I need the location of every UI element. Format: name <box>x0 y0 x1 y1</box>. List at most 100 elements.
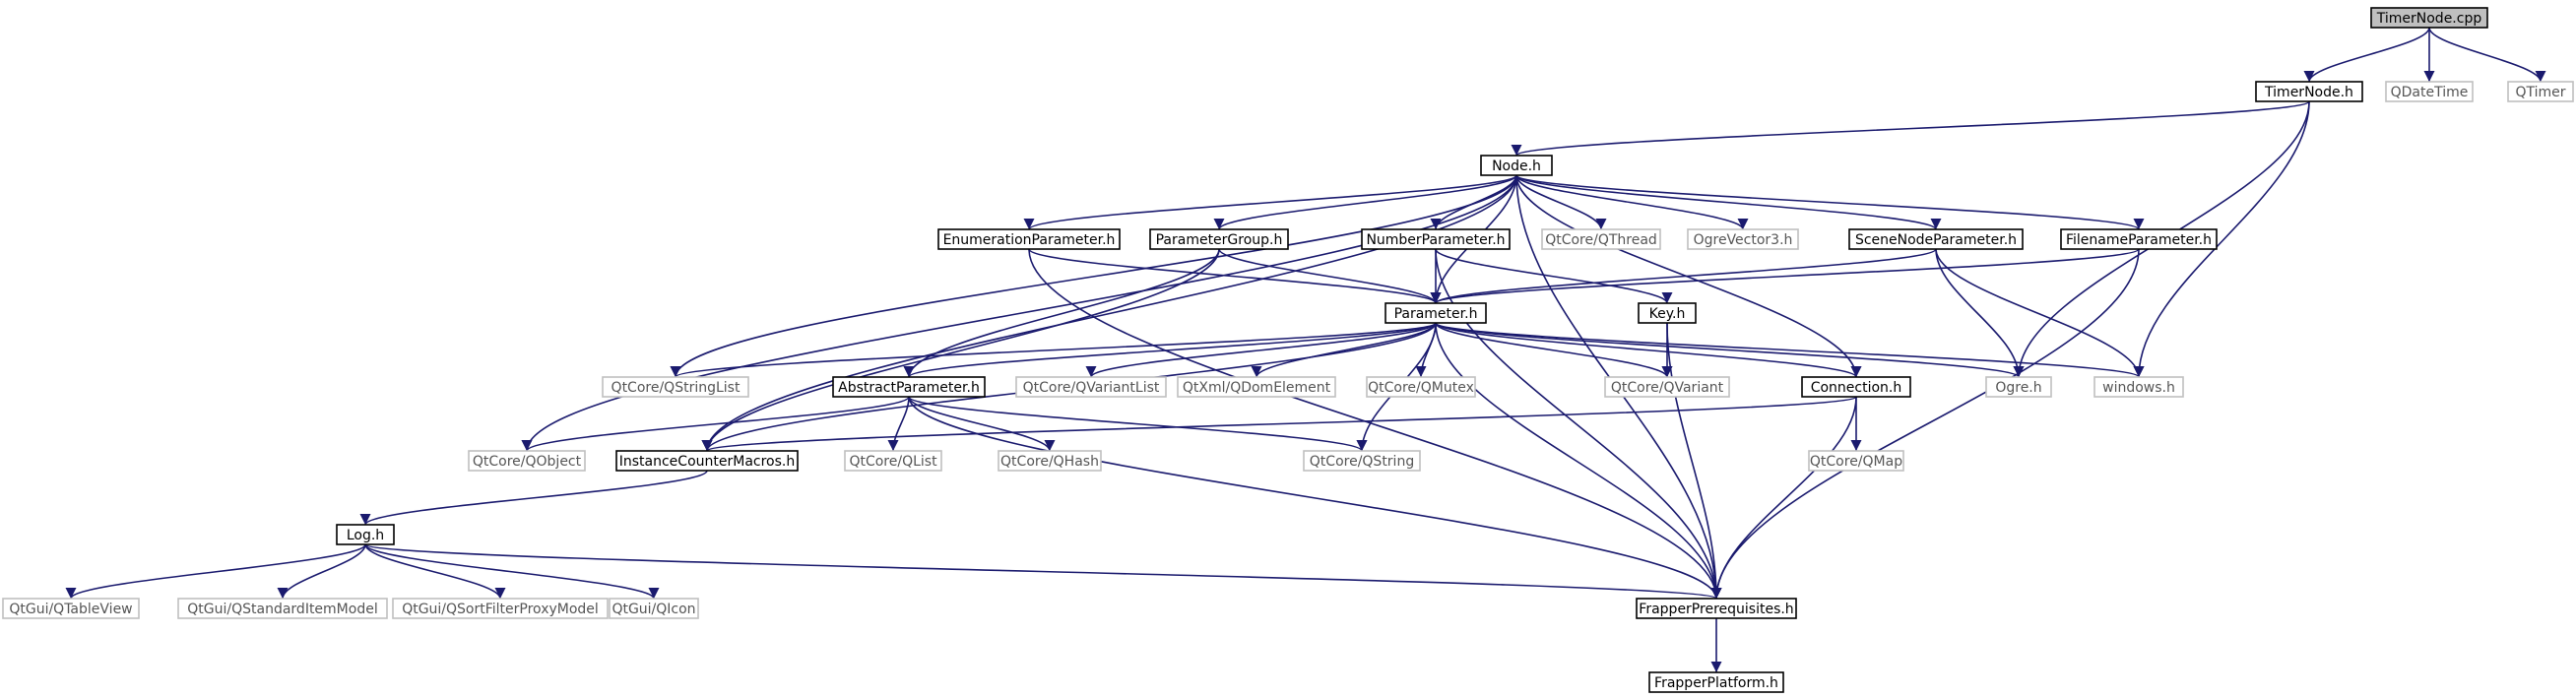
node-box <box>2385 81 2474 102</box>
edge-log-h-to-qtgui-qtableview <box>65 543 366 600</box>
node-label: Connection.h <box>1811 380 1902 396</box>
node-enumerationparameter-h[interactable]: EnumerationParameter.h <box>937 228 1121 250</box>
node-label: NumberParameter.h <box>1366 232 1505 248</box>
node-box <box>1366 376 1476 398</box>
node-label: EnumerationParameter.h <box>943 232 1116 248</box>
node-label: Log.h <box>347 528 384 543</box>
node-box <box>1638 302 1697 324</box>
edge-scenenodeparameter-h-to-parameter-h <box>1430 248 1937 304</box>
edge-parameter-h-to-frapperprerequisites-h <box>1435 322 1722 600</box>
node-label: FrapperPlatform.h <box>1654 675 1778 691</box>
edge-scenenodeparameter-h-to-windows-h <box>1935 248 2145 378</box>
node-box <box>2507 81 2574 102</box>
node-qtcore-qvariant: QtCore/QVariant <box>1604 376 1730 398</box>
node-label: TimerNode.h <box>2264 85 2353 100</box>
node-label: QtCore/QVariantList <box>1023 380 1160 396</box>
node-box <box>1604 376 1730 398</box>
edge-parameter-h-to-qtcore-qvariantlist <box>1085 322 1437 378</box>
node-scenenodeparameter-h[interactable]: SceneNodeParameter.h <box>1848 228 2024 250</box>
node-label: TimerNode.cpp <box>2376 11 2482 27</box>
node-box <box>844 450 942 472</box>
node-label: QDateTime <box>2391 85 2469 100</box>
node-box <box>2255 81 2363 102</box>
edge-abstractparameter-h-to-frapperprerequisites-h <box>908 396 1722 600</box>
node-qtgui-qicon: QtGui/QIcon <box>609 598 699 619</box>
node-box <box>392 598 609 619</box>
node-abstractparameter-h[interactable]: AbstractParameter.h <box>832 376 986 398</box>
node-qdatetime: QDateTime <box>2385 81 2474 102</box>
node-key-h[interactable]: Key.h <box>1638 302 1697 324</box>
node-qtxml-qdomelement: QtXml/QDomElement <box>1177 376 1336 398</box>
node-box <box>177 598 388 619</box>
node-box <box>1177 376 1336 398</box>
edge-node-h-to-qtcore-qobject <box>521 174 1517 452</box>
node-qtcore-qmutex: QtCore/QMutex <box>1366 376 1476 398</box>
edge-key-h-to-frapperprerequisites-h <box>1666 322 1722 600</box>
node-label: Ogre.h <box>1995 380 2041 396</box>
node-qtcore-qobject: QtCore/QObject <box>468 450 586 472</box>
node-label: OgreVector3.h <box>1694 232 1793 248</box>
node-label: QtCore/QThread <box>1545 232 1657 248</box>
node-box <box>1361 228 1511 250</box>
node-qtcore-qstringlist: QtCore/QStringList <box>602 376 749 398</box>
node-connection-h[interactable]: Connection.h <box>1801 376 1911 398</box>
node-qtcore-qmap: QtCore/QMap <box>1808 450 1904 472</box>
node-timernode-h[interactable]: TimerNode.h <box>2255 81 2363 102</box>
node-box <box>2060 228 2218 250</box>
node-label: QtGui/QSortFilterProxyModel <box>402 602 599 617</box>
edge-timernode-cpp-to-timernode-h <box>2303 27 2430 83</box>
edge-enumerationparameter-h-to-frapperprerequisites-h <box>1028 248 1722 600</box>
node-box <box>1149 228 1289 250</box>
node-label: Key.h <box>1649 306 1686 322</box>
node-qtcore-qthread: QtCore/QThread <box>1541 228 1661 250</box>
node-label: QtGui/QIcon <box>612 602 695 617</box>
edge-abstractparameter-h-to-qtcore-qstring <box>908 396 1368 452</box>
node-numberparameter-h[interactable]: NumberParameter.h <box>1361 228 1511 250</box>
node-label: FrapperPrerequisites.h <box>1639 602 1793 617</box>
edge-enumerationparameter-h-to-parameter-h <box>1028 248 1442 304</box>
node-qtgui-qstandarditemmodel: QtGui/QStandardItemModel <box>177 598 388 619</box>
edge-numberparameter-h-to-key-h <box>1435 248 1673 304</box>
node-label: AbstractParameter.h <box>838 380 980 396</box>
edge-connection-h-to-frapperprerequisites-h <box>1710 396 1857 600</box>
edge-timernode-h-to-windows-h <box>2133 100 2310 378</box>
node-box <box>602 376 749 398</box>
node-label: QtXml/QDomElement <box>1183 380 1331 396</box>
node-label: windows.h <box>2102 380 2175 396</box>
edge-instancecountermacros-h-to-log-h <box>359 470 708 526</box>
edge-timernode-cpp-to-qtimer <box>2428 27 2546 83</box>
node-log-h[interactable]: Log.h <box>336 524 395 545</box>
node-label: QtCore/QList <box>849 454 937 470</box>
node-frapperplatform-h[interactable]: FrapperPlatform.h <box>1648 671 1784 693</box>
edge-node-h-to-qtcore-qstringlist <box>670 174 1517 378</box>
node-parameter-h[interactable]: Parameter.h <box>1385 302 1487 324</box>
node-box <box>468 450 586 472</box>
edge-node-h-to-scenenodeparameter-h <box>1515 174 1942 230</box>
node-qtcore-qvariantlist: QtCore/QVariantList <box>1015 376 1167 398</box>
node-node-h[interactable]: Node.h <box>1480 155 1553 176</box>
node-timernode-cpp[interactable]: TimerNode.cpp <box>2370 7 2488 29</box>
node-label: QTimer <box>2515 85 2565 100</box>
node-label: Parameter.h <box>1394 306 1478 322</box>
node-label: QtCore/QStringList <box>612 380 741 396</box>
node-instancecountermacros-h[interactable]: InstanceCounterMacros.h <box>615 450 799 472</box>
edge-timernode-h-to-node-h <box>1511 100 2310 157</box>
graph-edges <box>65 27 2546 672</box>
node-box <box>1985 376 2052 398</box>
edge-parameter-h-to-qtcore-qvariant <box>1435 322 1673 378</box>
node-frapperprerequisites-h[interactable]: FrapperPrerequisites.h <box>1636 598 1797 619</box>
node-qtgui-qsortfilterproxymodel: QtGui/QSortFilterProxyModel <box>392 598 609 619</box>
node-label: QtCore/QHash <box>1000 454 1099 470</box>
node-filenameparameter-h[interactable]: FilenameParameter.h <box>2060 228 2218 250</box>
edge-log-h-to-frapperprerequisites-h <box>364 543 1721 600</box>
edge-node-h-to-instancecountermacros-h <box>701 174 1517 452</box>
edge-log-h-to-qtgui-qstandarditemmodel <box>277 543 366 600</box>
edge-parametergroup-h-to-parameter-h <box>1218 248 1442 304</box>
node-label: QtCore/QObject <box>473 454 582 470</box>
node-label: QtGui/QStandardItemModel <box>187 602 377 617</box>
node-qtcore-qstring: QtCore/QString <box>1303 450 1421 472</box>
node-windows-h: windows.h <box>2093 376 2184 398</box>
node-parametergroup-h[interactable]: ParameterGroup.h <box>1149 228 1289 250</box>
node-label: ParameterGroup.h <box>1156 232 1283 248</box>
